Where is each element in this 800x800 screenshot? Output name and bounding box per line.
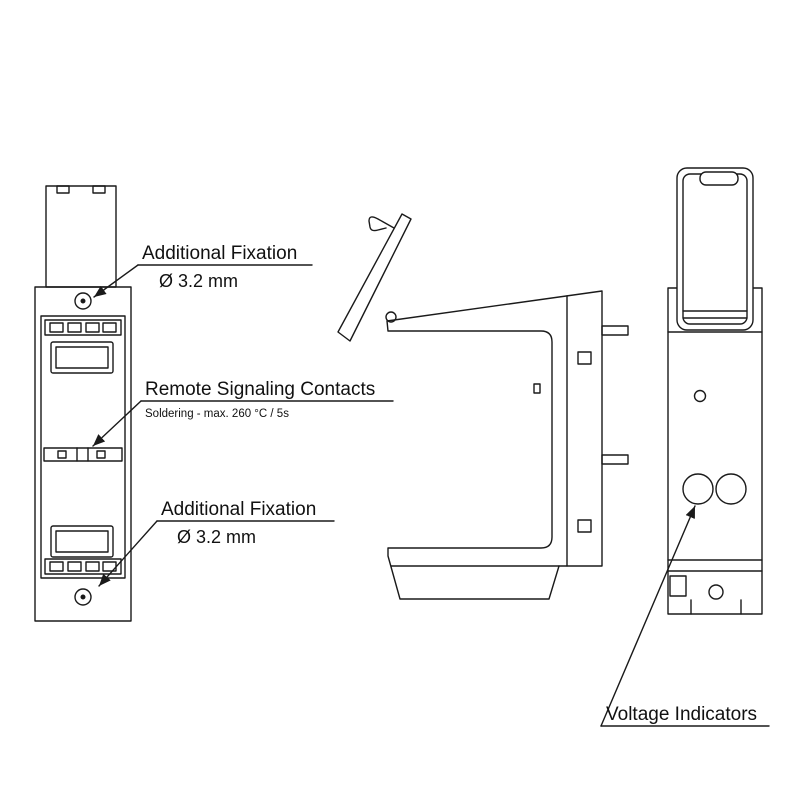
rear-small-hole xyxy=(693,389,707,403)
fixation-top-value: Ø 3.2 mm xyxy=(159,271,238,291)
leader-line xyxy=(92,400,142,447)
side-body xyxy=(386,290,603,600)
voltage-indicators xyxy=(682,473,747,505)
rear-body xyxy=(667,287,763,615)
fixation-bottom-label: Additional Fixation xyxy=(161,499,316,520)
front-body xyxy=(34,286,132,622)
annotation-remote-signaling xyxy=(92,400,394,447)
leader-line xyxy=(600,505,696,727)
remote-signaling-note: Soldering - max. 260 °C / 5s xyxy=(145,408,289,420)
rear-mount-hole xyxy=(708,584,724,600)
front-view xyxy=(34,185,132,622)
remote-signaling-contacts xyxy=(43,447,123,462)
annotation-texts: Additional Fixation Ø 3.2 mm Remote Sign… xyxy=(142,243,757,725)
voltage-indicators-label: Voltage Indicators xyxy=(606,704,757,725)
front-terminal-row-top xyxy=(44,319,122,336)
front-carrier xyxy=(45,185,117,288)
hinge-pin xyxy=(385,311,397,323)
side-view-open xyxy=(337,213,629,600)
front-terminal-row-bottom xyxy=(44,558,122,575)
cover-hook xyxy=(368,216,395,232)
front-inner-panel xyxy=(40,315,126,579)
side-clip-bottom xyxy=(577,519,592,533)
voltage-indicator-right xyxy=(715,473,747,505)
front-window-bottom xyxy=(50,525,114,558)
annotation-voltage xyxy=(600,505,770,727)
rear-carrier xyxy=(676,167,754,331)
rear-view xyxy=(667,167,763,615)
leader-line xyxy=(93,264,139,298)
open-cover-lever xyxy=(337,213,412,342)
fixation-hole-bottom xyxy=(74,588,92,606)
annotation-fixation-top xyxy=(93,264,313,298)
front-window-top xyxy=(50,341,114,374)
voltage-indicator-left xyxy=(682,473,714,505)
remote-signaling-label: Remote Signaling Contacts xyxy=(145,379,375,400)
fixation-top-label: Additional Fixation xyxy=(142,243,297,264)
solder-pin-middle xyxy=(601,454,629,465)
side-clip-top xyxy=(577,351,592,365)
side-wall-detail xyxy=(533,383,541,394)
leader-line xyxy=(98,520,158,587)
carrier-handle xyxy=(699,171,739,186)
fixation-hole-top xyxy=(74,292,92,310)
fixation-bottom-value: Ø 3.2 mm xyxy=(177,527,256,547)
rear-bottom-section xyxy=(667,559,763,615)
annotation-fixation-bottom xyxy=(98,520,335,587)
annotations xyxy=(92,264,770,727)
solder-pin-top xyxy=(601,325,629,336)
